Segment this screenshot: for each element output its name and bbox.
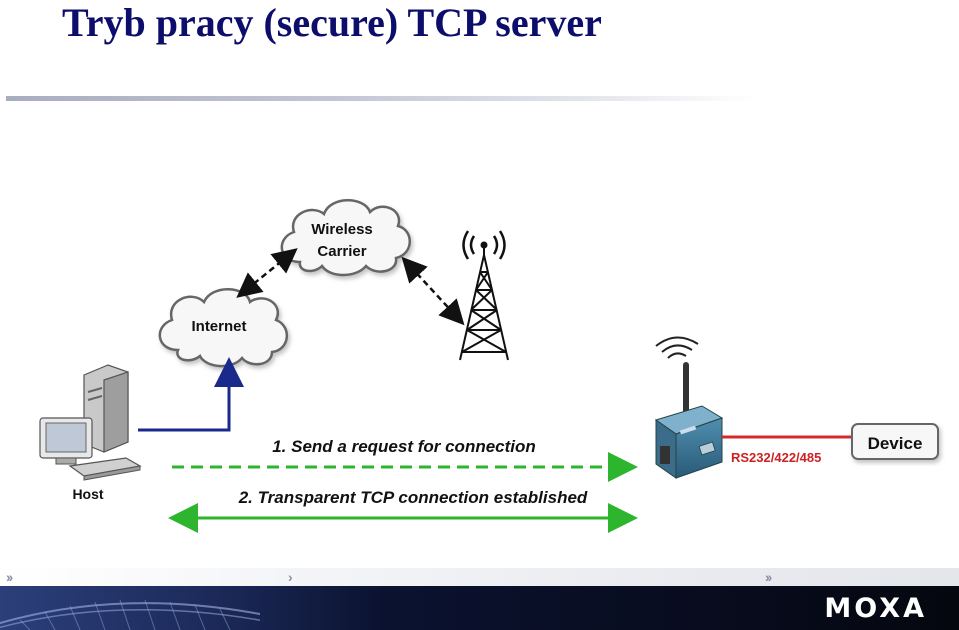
network-diagram: Wireless Carrier Internet <box>39 199 939 533</box>
cell-tower-icon <box>459 230 509 361</box>
title-divider <box>6 96 756 101</box>
footer-strip <box>0 568 959 586</box>
chevron-decoration-icon: ›› <box>765 569 772 585</box>
chevron-decoration-icon: ›› <box>6 569 13 585</box>
device-label: Device <box>868 434 923 453</box>
step1-label: 1. Send a request for connection <box>272 437 536 456</box>
carrier-tower-arrow <box>401 256 465 326</box>
moxa-logo: MOXA <box>824 593 927 624</box>
device-box <box>851 423 939 460</box>
serial-label: RS232/422/485 <box>731 450 821 465</box>
wireless-carrier-cloud <box>280 199 411 277</box>
bridge-graphic-icon <box>0 599 260 630</box>
device-server-icon <box>654 336 724 479</box>
internet-cloud <box>158 288 288 368</box>
slide-title: Tryb pracy (secure) TCP server <box>62 0 602 45</box>
footer-bar <box>0 586 959 630</box>
host-computer-icon <box>39 364 142 481</box>
host-internet-link <box>138 357 244 432</box>
wireless-label-line1: Wireless <box>311 221 373 238</box>
host-label: Host <box>72 486 103 502</box>
step2-label: 2. Transparent TCP connection establishe… <box>238 488 588 507</box>
wireless-label-line2: Carrier <box>317 243 366 260</box>
internet-label: Internet <box>191 318 246 335</box>
internet-carrier-arrow <box>236 248 298 298</box>
chevron-decoration-icon: › <box>288 569 292 585</box>
